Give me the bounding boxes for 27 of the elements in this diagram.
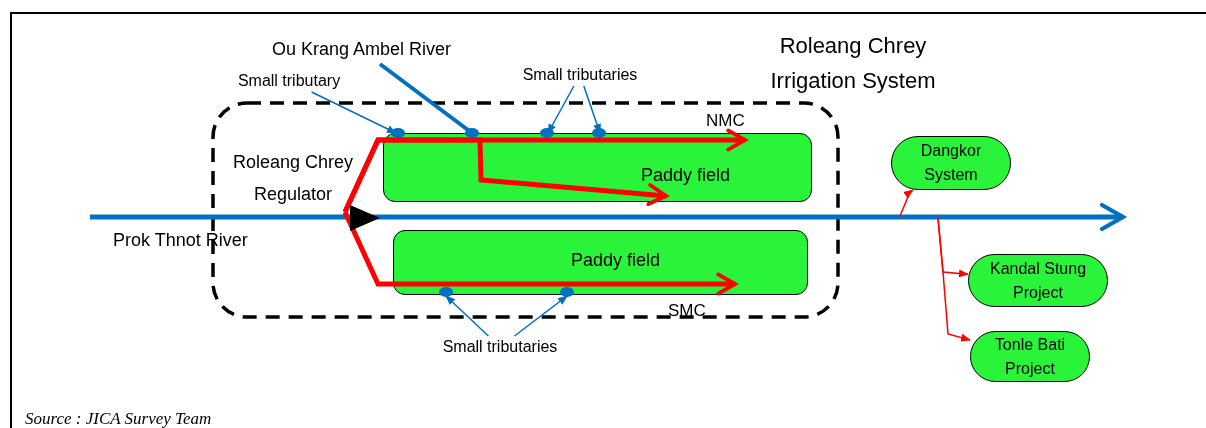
leader-line bbox=[513, 295, 568, 337]
project-name: Kandal Stung Project bbox=[988, 258, 1088, 303]
tributary-label: Small tributaries bbox=[500, 64, 660, 86]
tributary-label: Small tributaries bbox=[420, 336, 580, 358]
project-box bbox=[970, 331, 1090, 382]
canal-arrow bbox=[342, 137, 668, 214]
leader-line bbox=[310, 91, 397, 134]
project-box bbox=[968, 254, 1108, 307]
arrow bbox=[899, 189, 914, 217]
canal-arrow bbox=[342, 210, 737, 296]
field-label: Paddy field bbox=[641, 164, 731, 186]
node-annotation: SMC bbox=[668, 300, 706, 322]
node-annotation: Roleang Chrey Regulator bbox=[231, 151, 355, 206]
arrow bbox=[937, 217, 971, 342]
node-annotation: NMC bbox=[706, 110, 745, 132]
paddy-field-box bbox=[383, 133, 812, 202]
diagram-label: Ou Krang Ambel River bbox=[272, 38, 452, 61]
project-name: Tonle Bati Project bbox=[993, 334, 1067, 379]
paddy-field-box bbox=[393, 230, 808, 295]
source-caption: Source : JICA Survey Team bbox=[25, 408, 212, 428]
field-label: Paddy field bbox=[571, 249, 661, 271]
project-box bbox=[891, 136, 1011, 190]
project-name: Dangkor System bbox=[919, 141, 983, 185]
system-title: Roleang Chrey Irrigation System bbox=[769, 32, 937, 95]
leader-line bbox=[445, 295, 490, 337]
tributary-label: Small tributary bbox=[218, 70, 360, 92]
diagram-label: Prok Thnot River bbox=[113, 229, 248, 252]
